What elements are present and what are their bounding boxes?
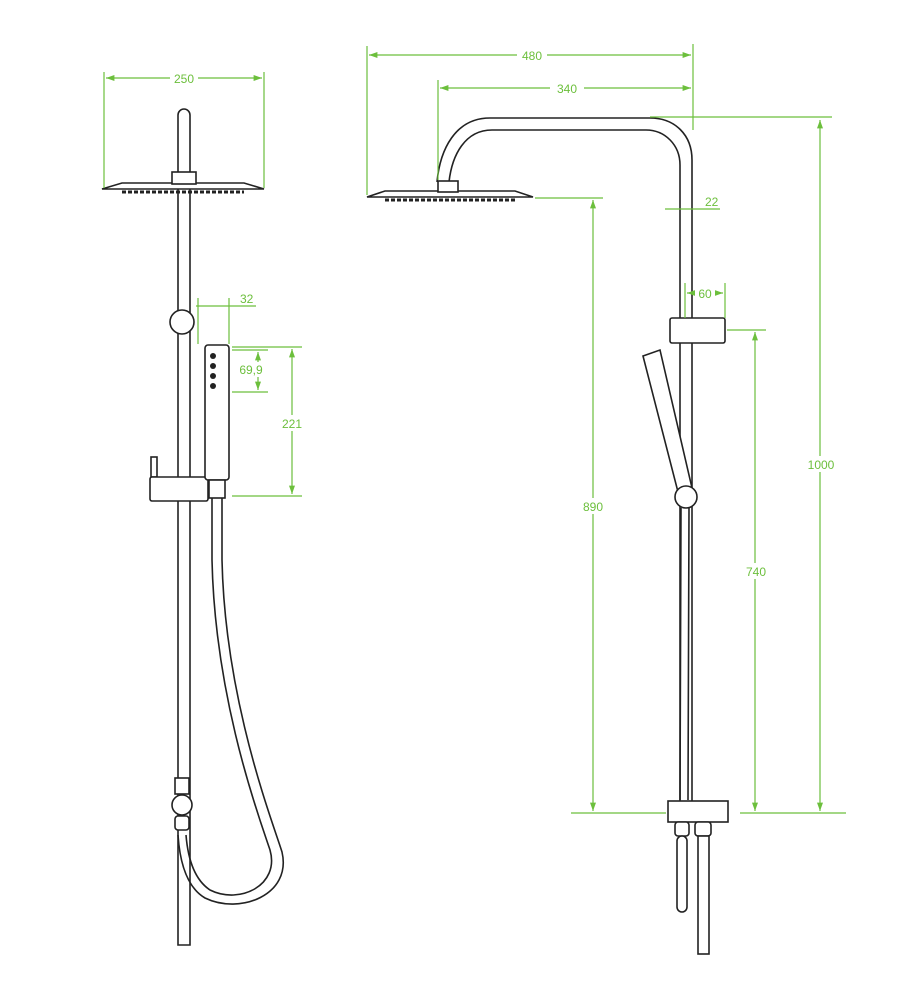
dim-pipe-diameter: 22 [705, 195, 719, 209]
wall-outlet [694, 821, 712, 837]
swivel-ball [674, 485, 698, 509]
height-adjust-ball [169, 309, 195, 335]
overhead-shower-plate [101, 182, 265, 190]
overhead-shower-plate [366, 190, 534, 198]
dim-arm-reach: 340 [557, 82, 577, 96]
side-view: 250 32 69,9 221 [101, 70, 304, 946]
dim-bracket-height: 740 [746, 565, 766, 579]
lower-connector [174, 777, 190, 795]
head-collar [171, 171, 197, 185]
slider-bracket [149, 476, 209, 502]
dim-spray-height: 69,9 [239, 363, 263, 377]
front-view: 480 340 22 60 1000 740 890 [366, 44, 846, 955]
hand-shower-connector [208, 479, 226, 499]
shower-arm [436, 117, 693, 805]
shower-hose [185, 498, 273, 896]
hose-connector [674, 821, 690, 837]
spray-nozzles [210, 353, 216, 389]
hand-shower [642, 348, 693, 493]
wall-outlet [174, 815, 190, 831]
hand-shower [204, 344, 230, 481]
dim-head-width: 250 [174, 72, 194, 86]
dim-handshower-width: 32 [240, 292, 254, 306]
dim-bracket-depth: 60 [698, 287, 712, 301]
dim-total-height: 1000 [808, 458, 835, 472]
slider-knob [150, 456, 158, 478]
dim-handshower-length: 221 [282, 417, 302, 431]
shower-hose-inner [177, 498, 285, 905]
shower-hose [679, 507, 690, 801]
dim-head-height: 890 [583, 500, 603, 514]
head-collar [437, 180, 459, 193]
hose-end [676, 835, 688, 913]
supply-pipe [697, 835, 710, 955]
slider-bracket [669, 317, 726, 344]
lower-bracket [667, 800, 729, 823]
diverter-ball [171, 794, 193, 816]
dim-total-width: 480 [522, 49, 542, 63]
